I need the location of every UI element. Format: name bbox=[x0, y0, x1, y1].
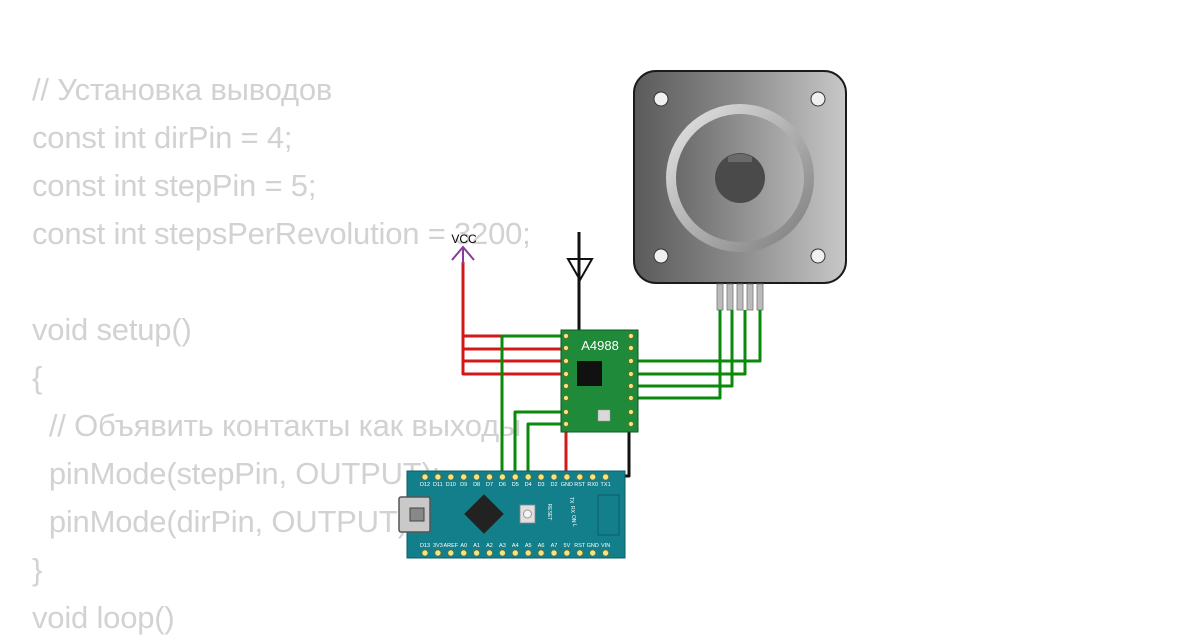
pin-label: D3 bbox=[538, 482, 545, 488]
wire-step bbox=[513, 410, 566, 478]
pin-label: RST bbox=[574, 482, 586, 488]
code-line: // Установка выводов bbox=[32, 72, 333, 107]
wire-signal bbox=[500, 334, 566, 478]
wire-coil bbox=[634, 310, 747, 376]
code-line: const int stepsPerRevolution = 3200; bbox=[32, 216, 531, 251]
pin-a1[interactable] bbox=[473, 549, 480, 557]
code-line: const int stepPin = 5; bbox=[32, 168, 317, 203]
pin-d11[interactable] bbox=[434, 473, 442, 481]
pin-label: A6 bbox=[538, 543, 545, 549]
pin-rx0[interactable] bbox=[589, 473, 597, 481]
pin-d12[interactable] bbox=[421, 473, 429, 481]
wire-coil bbox=[634, 310, 762, 363]
pin-d9[interactable] bbox=[460, 473, 468, 481]
pin-label: D7 bbox=[486, 482, 493, 488]
motor-pins bbox=[716, 283, 764, 311]
pin-label: D6 bbox=[499, 482, 506, 488]
driver-pins bbox=[563, 333, 634, 427]
wire-vcc bbox=[461, 262, 566, 376]
code-line: const int dirPin = 4; bbox=[32, 120, 293, 155]
pin-a4[interactable] bbox=[511, 549, 519, 557]
pin-label: A0 bbox=[460, 543, 467, 549]
driver-label: A4988 bbox=[581, 338, 619, 353]
side-label: ON bbox=[570, 515, 576, 523]
pin-label: RST bbox=[574, 543, 586, 549]
pin-label: D11 bbox=[433, 482, 443, 488]
pin-label: GND bbox=[561, 482, 573, 488]
pin-label: D4 bbox=[525, 482, 532, 488]
pin-label: VIN bbox=[601, 543, 610, 549]
wire-coil bbox=[634, 310, 734, 388]
pin-gnd[interactable] bbox=[589, 549, 597, 557]
pin-label: 5V bbox=[564, 543, 571, 549]
pin-label: TX1 bbox=[601, 482, 611, 488]
pin-label: A2 bbox=[486, 543, 493, 549]
pin-label: GND bbox=[587, 543, 599, 549]
usb-connector bbox=[398, 496, 431, 533]
pin-label: AREF bbox=[443, 543, 458, 549]
pin-a0[interactable] bbox=[460, 549, 468, 557]
pin-label: D12 bbox=[420, 482, 430, 488]
pin-5v[interactable] bbox=[563, 549, 571, 557]
pin-d8[interactable] bbox=[473, 473, 480, 481]
pin-aref[interactable] bbox=[447, 549, 455, 557]
wire-coil bbox=[634, 310, 722, 400]
pin-label: RX0 bbox=[587, 482, 598, 488]
pin-d6[interactable] bbox=[499, 473, 506, 481]
pin-label: A5 bbox=[525, 543, 532, 549]
pin-label: D8 bbox=[473, 482, 480, 488]
pin-label: D5 bbox=[512, 482, 519, 488]
pin-rst[interactable] bbox=[576, 549, 584, 557]
side-label: L bbox=[571, 524, 577, 527]
reset-label: RESET bbox=[546, 504, 552, 521]
wire-dir bbox=[526, 422, 566, 478]
pin-d5[interactable] bbox=[511, 473, 519, 481]
a4988-driver[interactable]: A4988 bbox=[560, 329, 639, 433]
vcc-label: VCC bbox=[451, 232, 477, 246]
pin-d10[interactable] bbox=[447, 473, 455, 481]
pin-d7[interactable] bbox=[486, 473, 493, 481]
pin-a6[interactable] bbox=[537, 549, 545, 557]
pin-vin[interactable] bbox=[602, 549, 609, 557]
code-line: void loop() bbox=[32, 600, 175, 635]
code-line: pinMode(dirPin, OUTPUT); bbox=[32, 504, 417, 539]
ground-symbol bbox=[566, 258, 594, 283]
code-line: } bbox=[32, 552, 43, 587]
pin-label: 3V3 bbox=[433, 543, 443, 549]
pin-label: A1 bbox=[473, 543, 480, 549]
pin-d4[interactable] bbox=[524, 473, 532, 481]
pin-label: D9 bbox=[460, 482, 467, 488]
pin-gnd[interactable] bbox=[563, 473, 571, 481]
code-line: { bbox=[32, 360, 43, 395]
pin-a5[interactable] bbox=[524, 549, 532, 557]
pin-a7[interactable] bbox=[550, 549, 558, 557]
vcc-symbol: VCC bbox=[451, 232, 477, 264]
pin-label: D2 bbox=[550, 482, 557, 488]
pin-tx1[interactable] bbox=[602, 473, 609, 481]
stepper-motor[interactable] bbox=[633, 70, 847, 311]
code-line: void setup() bbox=[32, 312, 192, 347]
pin-a3[interactable] bbox=[499, 549, 506, 557]
pin-label: A3 bbox=[499, 543, 506, 549]
pin-label: A7 bbox=[551, 543, 558, 549]
pin-d13[interactable] bbox=[421, 549, 429, 557]
side-label: RX bbox=[569, 506, 575, 514]
pin-a2[interactable] bbox=[486, 549, 493, 557]
pin-rst[interactable] bbox=[576, 473, 584, 481]
side-label: TX bbox=[568, 497, 574, 504]
pin-d3[interactable] bbox=[537, 473, 545, 481]
pin-label: A4 bbox=[512, 543, 519, 549]
pin-label: D10 bbox=[446, 482, 456, 488]
pin-d2[interactable] bbox=[550, 473, 558, 481]
pin-3v3[interactable] bbox=[434, 549, 442, 557]
pin-label: D13 bbox=[420, 543, 430, 549]
